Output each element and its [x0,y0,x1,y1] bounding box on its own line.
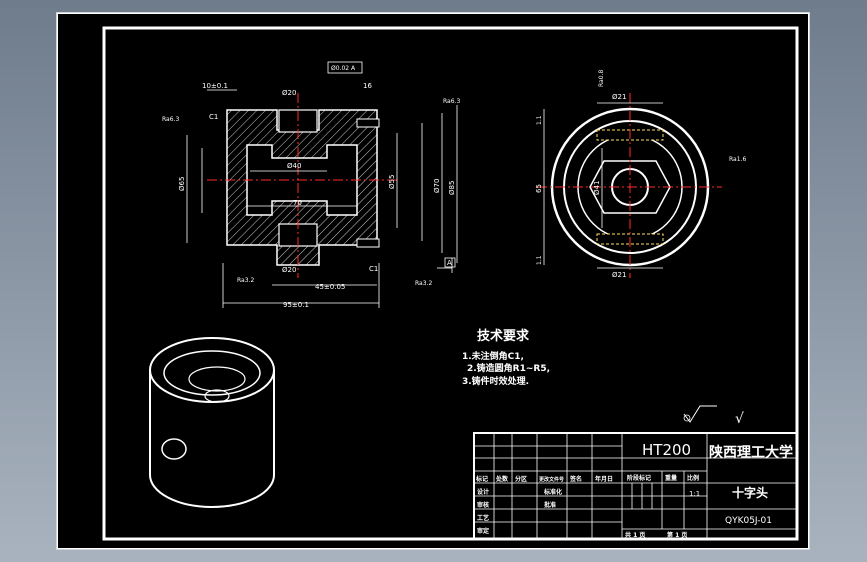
material-label: HT200 [642,441,691,459]
side-hole-top [356,118,380,128]
tech-requirements: 技术要求 1.未注倒角C1, 2.铸造圆角R1~R5, 3.铸件时效处理. [462,328,550,387]
surface-symbols: √ [683,405,744,427]
dim-len45: 45±0.05 [315,283,345,291]
tolerance-frame [327,61,363,74]
ra-bottom: Ra3.2 [237,277,254,284]
side-ra-top: Ra0.8 [598,70,605,87]
header-genggai: 更改文件号 [539,476,564,483]
side-dim-d41: Ø41 [593,181,601,195]
header-chushu: 处数 [495,475,509,483]
header-biaoji: 标记 [475,475,488,483]
hex-seat [589,160,671,214]
dim-len16: 16 [363,82,372,90]
ra-right: Ra6.3 [443,98,460,105]
title-block: HT200 陕西理工大学 十字头 QYK05J-01 1:1 标记 处数 分区 … [473,432,798,540]
drawing-sheet: 10±0.1 Ø20 16 Ø40 70 Ø20 45±0.05 95±0.1 … [56,12,810,550]
tech-item-2: 2.铸造圆角R1~R5, [467,362,550,374]
row-gongyi: 工艺 [477,514,489,522]
side-ra: Ra1.6 [729,156,746,163]
outer-border [57,13,809,549]
tech-title: 技术要求 [477,328,530,344]
dim-d40: Ø40 [287,162,301,170]
dim-len70: 70 [293,199,302,207]
school-label: 陕西理工大学 [709,444,793,461]
iso-inner-ellipse [163,350,261,396]
isometric-view [149,337,275,508]
dim-len95: 95±0.1 [283,301,309,309]
drawing-no-label: QYK05J-01 [725,516,772,526]
iso-cylinder-wall [149,370,275,508]
side-view: Ø21 Ø21 Ø41 65 1.1 1.1 Ra1.6 Ra0.8 [535,70,746,279]
ra-left: Ra6.3 [162,116,179,123]
row-sheji: 设计 [477,488,489,496]
side-dim-d21-top: Ø21 [612,93,626,101]
inner-frame [102,26,799,541]
cell-pizhun: 批准 [544,501,556,509]
dim-d20-bottom: Ø20 [282,266,296,274]
dim-c1-bottom: C1 [369,265,378,273]
side-tol-top: 1.1 [536,115,543,125]
header-fenqu: 分区 [515,475,527,483]
tolerance-text: Ø0.02 A [331,65,356,72]
dim-d20-top: Ø20 [282,89,296,97]
iso-top-ellipse [149,337,275,403]
iso-small-ellipse [204,389,230,403]
scale-label: 1:1 [689,490,700,498]
row-shending: 审定 [477,527,489,535]
dim-c1-top: C1 [209,113,218,121]
side-tol-bottom: 1.1 [536,255,543,265]
row-shenhe: 审核 [477,501,489,509]
sheet-total: 共 1 页 [625,531,645,539]
iso-bore-ellipse [188,366,246,392]
cell-jieduan: 阶段标记 [627,474,651,482]
header-qianming: 签名 [569,475,582,483]
surface-symbol-2: √ [735,411,744,427]
header-date: 年月日 [595,475,613,483]
part-name-label: 十字头 [732,485,768,500]
dim-len10: 10±0.1 [202,82,228,90]
ra-bottom-right: Ra3.2 [415,280,432,287]
tech-item-1: 1.未注倒角C1, [462,350,524,362]
cell-bili: 比例 [687,474,699,482]
dim-d85: Ø85 [448,181,456,195]
surface-symbol-1 [683,405,717,423]
sheet-no: 第 1 页 [666,531,687,539]
datum-label: A [447,259,452,267]
engineering-drawing: 10±0.1 Ø20 16 Ø40 70 Ø20 45±0.05 95±0.1 … [57,13,809,549]
cell-zhongliang: 重量 [665,474,677,482]
cell-biaozhunhua: 标准化 [543,488,562,496]
dim-d55: Ø55 [388,175,396,189]
side-hole-bottom [356,238,380,248]
tech-item-3: 3.铸件时效处理. [462,375,529,387]
dim-d70: Ø70 [433,179,441,193]
section-view: 10±0.1 Ø20 16 Ø40 70 Ø20 45±0.05 95±0.1 … [162,61,460,309]
side-dim-d21-bottom: Ø21 [612,271,626,279]
side-dim-65: 65 [535,184,543,193]
iso-side-hole [161,438,187,460]
datum-box [444,257,456,268]
dim-d65: Ø65 [178,177,186,191]
title-block-frame [473,432,798,540]
